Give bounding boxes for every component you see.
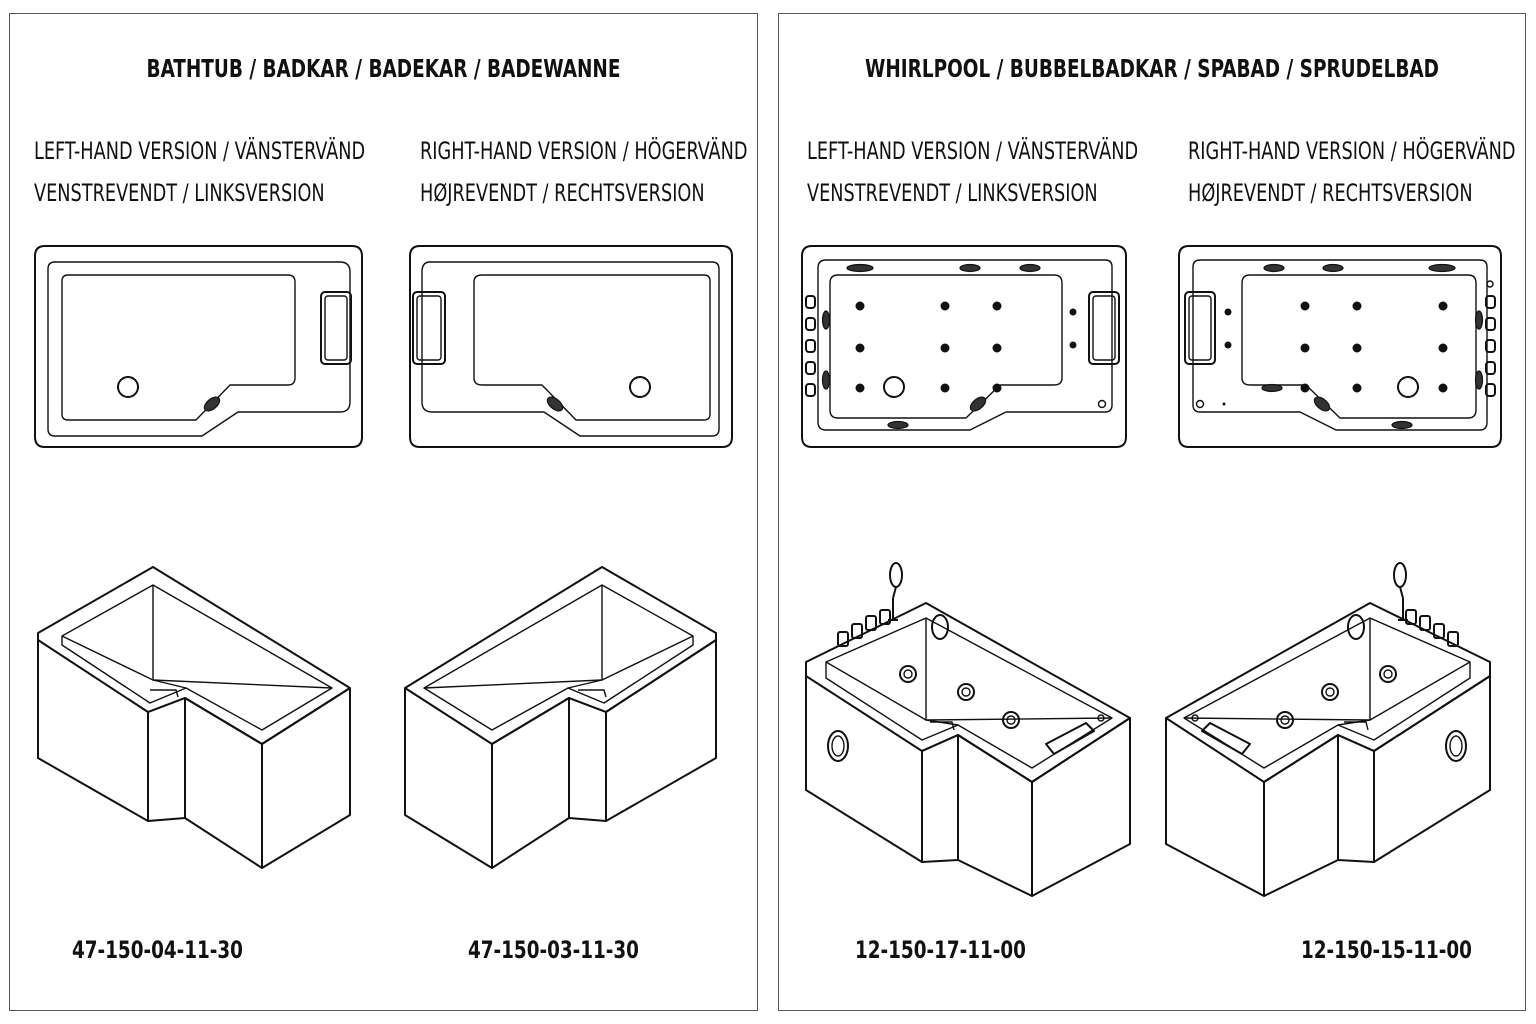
bathtub-left-version-label: LEFT-HAND VERSION / VÄNSTERVÄND VENSTREV… (34, 137, 366, 207)
bathtub-title: BATHTUB / BADKAR / BADEKAR / BADEWANNE (146, 54, 621, 83)
whirlpool-right-version-label: RIGHT-HAND VERSION / HÖGERVÄND HØJREVEND… (1188, 137, 1516, 207)
whirlpool-left-version-label: LEFT-HAND VERSION / VÄNSTERVÄND VENSTREV… (807, 137, 1139, 207)
bathtub-left-product-code: 47-150-04-11-30 (72, 936, 243, 964)
whirlpool-title: WHIRLPOOL / BUBBELBADKAR / SPABAD / SPRU… (865, 54, 1439, 83)
whirlpool-left-product-code: 12-150-17-11-00 (855, 936, 1026, 964)
whirlpool-right-product-code: 12-150-15-11-00 (1301, 936, 1472, 964)
whirlpool-panel: WHIRLPOOL / BUBBELBADKAR / SPABAD / SPRU… (778, 13, 1526, 1011)
bathtub-right-version-label: RIGHT-HAND VERSION / HÖGERVÄND HØJREVEND… (420, 137, 748, 207)
bathtub-panel: BATHTUB / BADKAR / BADEKAR / BADEWANNE L… (9, 13, 758, 1011)
bathtub-right-product-code: 47-150-03-11-30 (468, 936, 639, 964)
